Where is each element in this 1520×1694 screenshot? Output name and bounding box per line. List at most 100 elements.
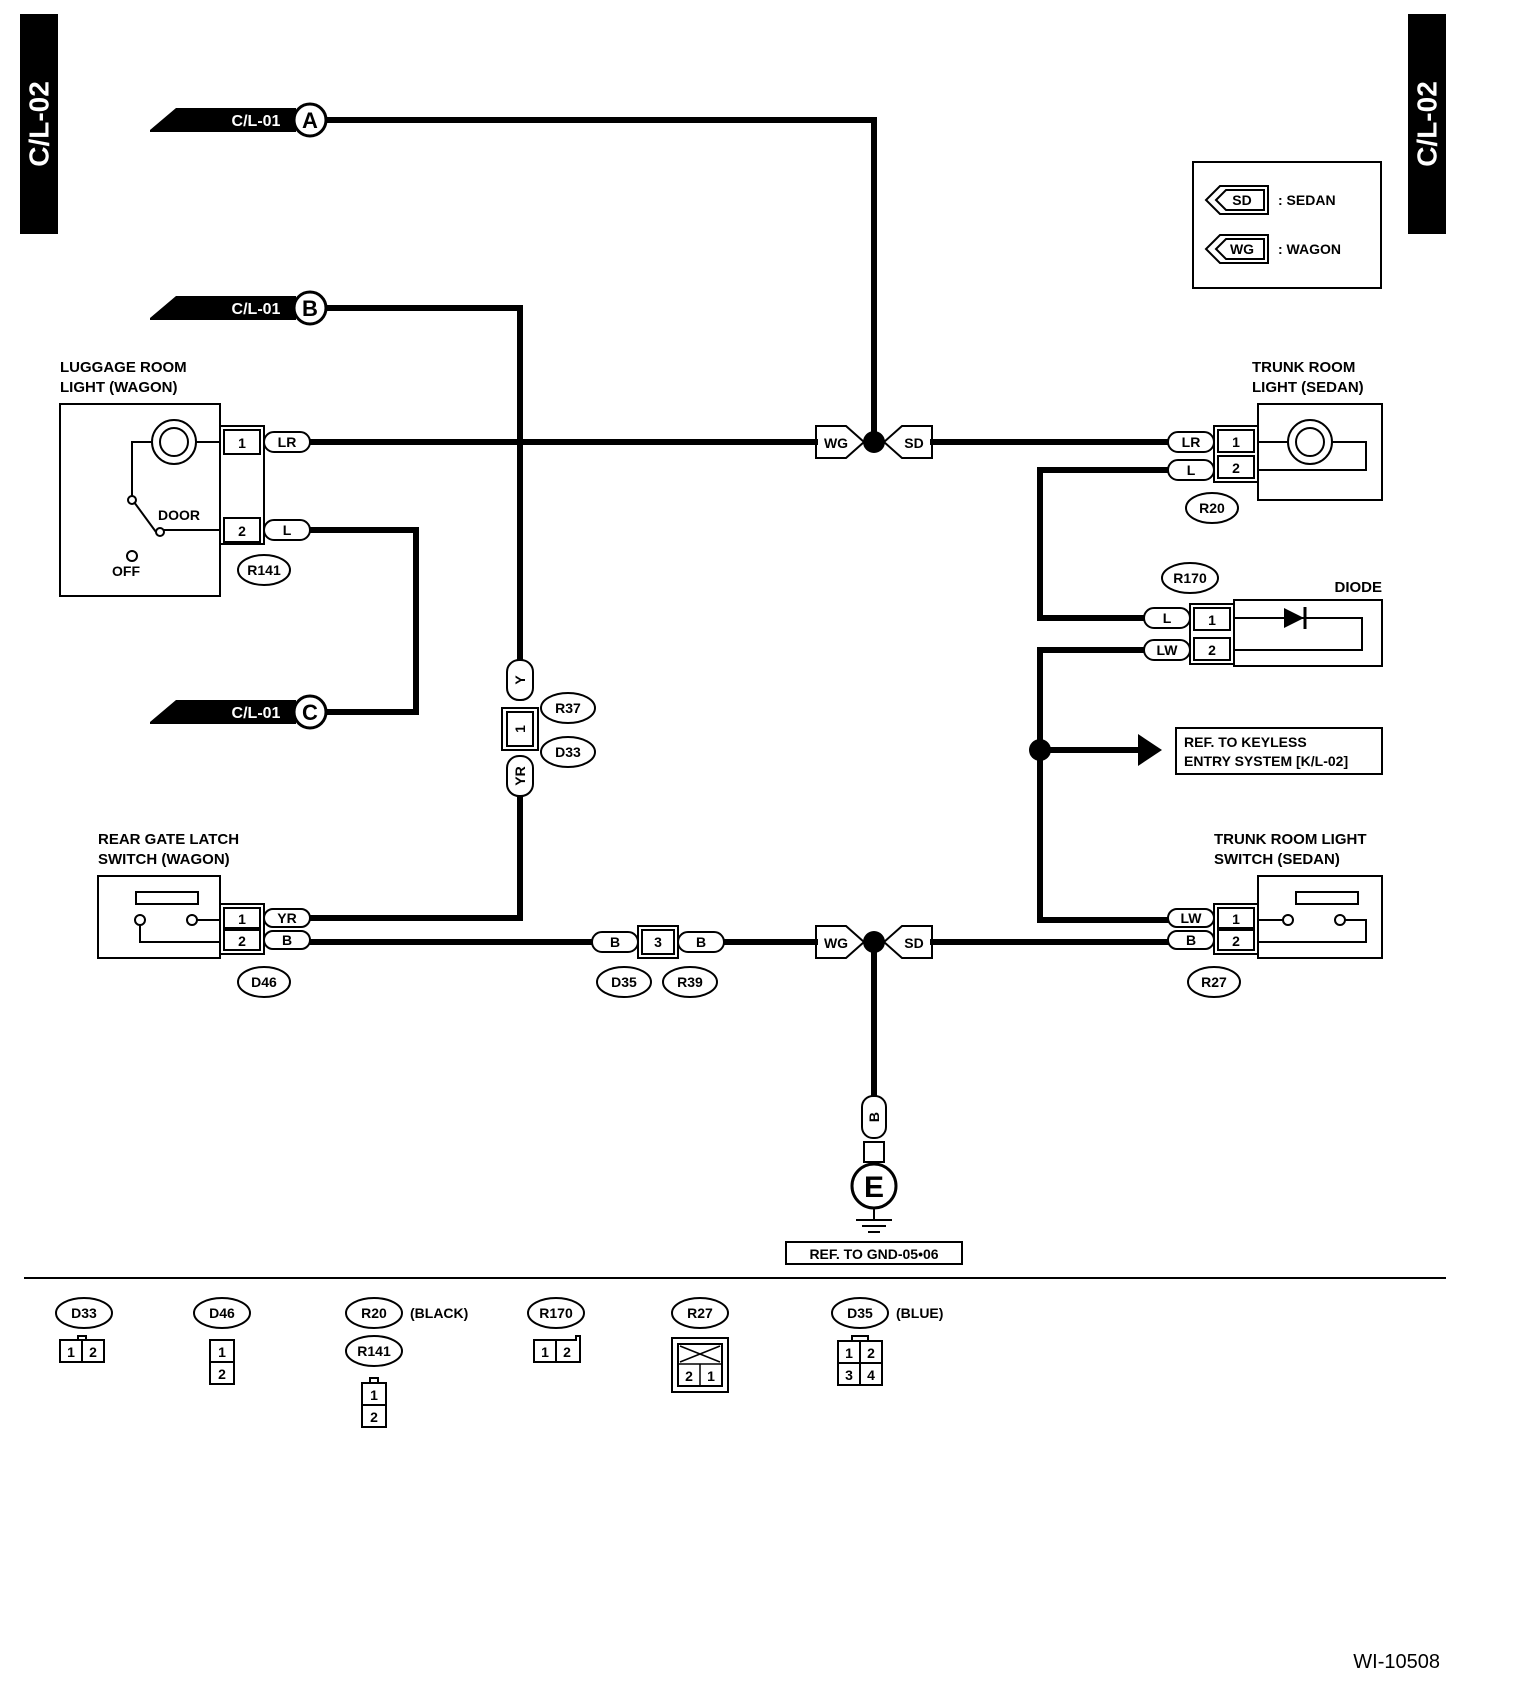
ref-flag-b-letter: B	[302, 296, 318, 321]
wire-b-label-switch: B	[1186, 932, 1196, 948]
legend-r141-pin-2: 2	[370, 1409, 378, 1425]
connector-r37-label: R37	[555, 700, 581, 716]
rear-gate-latch-title-1: REAR GATE LATCH	[98, 831, 239, 848]
connector-d35-r39: B 3 B D35 R39	[591, 925, 725, 998]
legend-r170-pin-1: 1	[541, 1344, 549, 1360]
legend-d46-pin-2: 2	[218, 1366, 226, 1382]
wire-lr-label-trunk: LR	[1182, 434, 1201, 450]
connector-d46-label: D46	[251, 974, 277, 990]
page-tab-right: C/L-02	[1408, 14, 1446, 234]
legend-d46-label: D46	[209, 1305, 235, 1321]
legend-d46: D46 1 2	[193, 1297, 251, 1385]
diode-symbol-icon	[1284, 608, 1304, 628]
wire-yr-label-inline: YR	[512, 766, 528, 785]
page-tab-left-label: C/L-02	[24, 81, 55, 167]
diode: R170 DIODE 1 2 L LW	[1143, 562, 1383, 667]
connector-r20-label: R20	[1199, 500, 1225, 516]
trunk-room-light-switch: TRUNK ROOM LIGHT SWITCH (SEDAN) 1 2 LW B…	[1167, 831, 1383, 998]
ref-flag-a-label: C/L-01	[232, 113, 281, 130]
wire-l-label-trunk: L	[1187, 462, 1196, 478]
connector-r141-label: R141	[247, 562, 281, 578]
legend-d35-pin-1: 1	[845, 1345, 853, 1361]
connector-r27-label: R27	[1201, 974, 1227, 990]
wire-lw-label-diode: LW	[1157, 642, 1179, 658]
legend-r141-pin-1: 1	[370, 1387, 378, 1403]
trunk-switch-title-2: SWITCH (SEDAN)	[1214, 851, 1340, 868]
off-label: OFF	[112, 563, 140, 579]
wire-b-label-gate: B	[282, 932, 292, 948]
legend-r20-note: (BLACK)	[410, 1305, 468, 1321]
luggage-room-light-title-2: LIGHT (WAGON)	[60, 379, 177, 396]
ref-flag-b: C/L-01 B	[150, 290, 328, 326]
keyless-ref-box: REF. TO KEYLESS ENTRY SYSTEM [K/L-02]	[1175, 727, 1383, 775]
legend-d35: D35 (BLUE) 1 2 3 4	[831, 1297, 943, 1386]
ref-flag-b-label: C/L-01	[232, 301, 281, 318]
keyless-ref-line2: ENTRY SYSTEM [K/L-02]	[1184, 753, 1348, 769]
wire-lr-label-luggage: LR	[278, 434, 297, 450]
legend-r141-label: R141	[357, 1343, 391, 1359]
r20-pin-1: 1	[1232, 434, 1240, 450]
legend-r170-pin-2: 2	[563, 1344, 571, 1360]
legend-d33-pin-1: 1	[67, 1344, 75, 1360]
r20-pin-2: 2	[1232, 460, 1240, 476]
d35-pin-3: 3	[654, 934, 662, 950]
wg-marker-top: WG	[824, 435, 848, 451]
junction-dot-bottom	[863, 931, 885, 953]
d46-pin-2: 2	[238, 933, 246, 949]
connector-r37-d33: Y 1 YR R37 D33	[501, 659, 596, 797]
wire-b-label-d35-left: B	[610, 934, 620, 950]
ground-point: B E REF. TO GND-05•06	[785, 1095, 963, 1265]
keyless-arrow-icon	[1138, 734, 1162, 766]
page-tab-right-label: C/L-02	[1412, 81, 1443, 167]
page-tab-left: C/L-02	[20, 14, 58, 234]
wire-l-label-diode: L	[1163, 610, 1172, 626]
ref-flag-a: C/L-01 A	[150, 102, 328, 138]
wires	[306, 117, 1172, 1098]
wire-b-label-d35-right: B	[696, 934, 706, 950]
wg-marker-bottom: WG	[824, 935, 848, 951]
luggage-room-light: LUGGAGE ROOM LIGHT (WAGON) DOOR OFF 1 2 …	[59, 359, 311, 597]
legend-r27-pin-1: 1	[707, 1368, 715, 1384]
wire-y-label: Y	[512, 675, 528, 685]
r170-pin-1: 1	[1208, 612, 1216, 628]
ref-flag-c-label: C/L-01	[232, 705, 281, 722]
legend-d33-label: D33	[71, 1305, 97, 1321]
connector-legend: D33 1 2 D46 1 2 R20 (BLACK) R141 1	[55, 1297, 943, 1428]
r170-pin-2: 2	[1208, 642, 1216, 658]
sd-marker-top: SD	[904, 435, 923, 451]
legend-d35-note: (BLUE)	[896, 1305, 943, 1321]
legend-sd-desc: : SEDAN	[1278, 192, 1336, 208]
legend-d35-pin-3: 3	[845, 1367, 853, 1383]
sd-marker-bottom: SD	[904, 935, 923, 951]
junction-dot-keyless	[1029, 739, 1051, 761]
ref-flag-c: C/L-01 C	[150, 694, 328, 730]
legend-d35-pin-2: 2	[867, 1345, 875, 1361]
connector-r170-label: R170	[1173, 570, 1207, 586]
trunk-switch-title-1: TRUNK ROOM LIGHT	[1214, 831, 1366, 848]
legend-box: SD : SEDAN WG : WAGON	[1192, 161, 1382, 289]
wire-b-label-ground: B	[866, 1112, 882, 1122]
connector-d33-label: D33	[555, 744, 581, 760]
wire-yr-label-gate: YR	[277, 910, 296, 926]
figure-id: WI-10508	[1353, 1651, 1440, 1673]
trunk-room-light-title-1: TRUNK ROOM	[1252, 359, 1355, 376]
trunk-room-light-title-2: LIGHT (SEDAN)	[1252, 379, 1364, 396]
wire-l-label-luggage: L	[283, 522, 292, 538]
junction-dot-top	[863, 431, 885, 453]
r141-pin-2: 2	[238, 523, 246, 539]
connector-d35-label: D35	[611, 974, 637, 990]
ref-flag-c-letter: C	[302, 700, 318, 725]
legend-r27-pin-2: 2	[685, 1368, 693, 1384]
r37-pin-1: 1	[512, 725, 528, 733]
legend-r170-label: R170	[539, 1305, 573, 1321]
legend-d35-label: D35	[847, 1305, 873, 1321]
legend-r20-label: R20	[361, 1305, 387, 1321]
legend-d35-pin-4: 4	[867, 1367, 875, 1383]
door-label: DOOR	[158, 507, 200, 523]
rear-gate-latch-switch: REAR GATE LATCH SWITCH (WAGON) 1 2 YR B …	[97, 831, 311, 998]
d46-pin-1: 1	[238, 911, 246, 927]
legend-sd-code: SD	[1232, 192, 1251, 208]
wire-lw-label-switch: LW	[1181, 910, 1203, 926]
legend-wg-desc: : WAGON	[1278, 241, 1341, 257]
